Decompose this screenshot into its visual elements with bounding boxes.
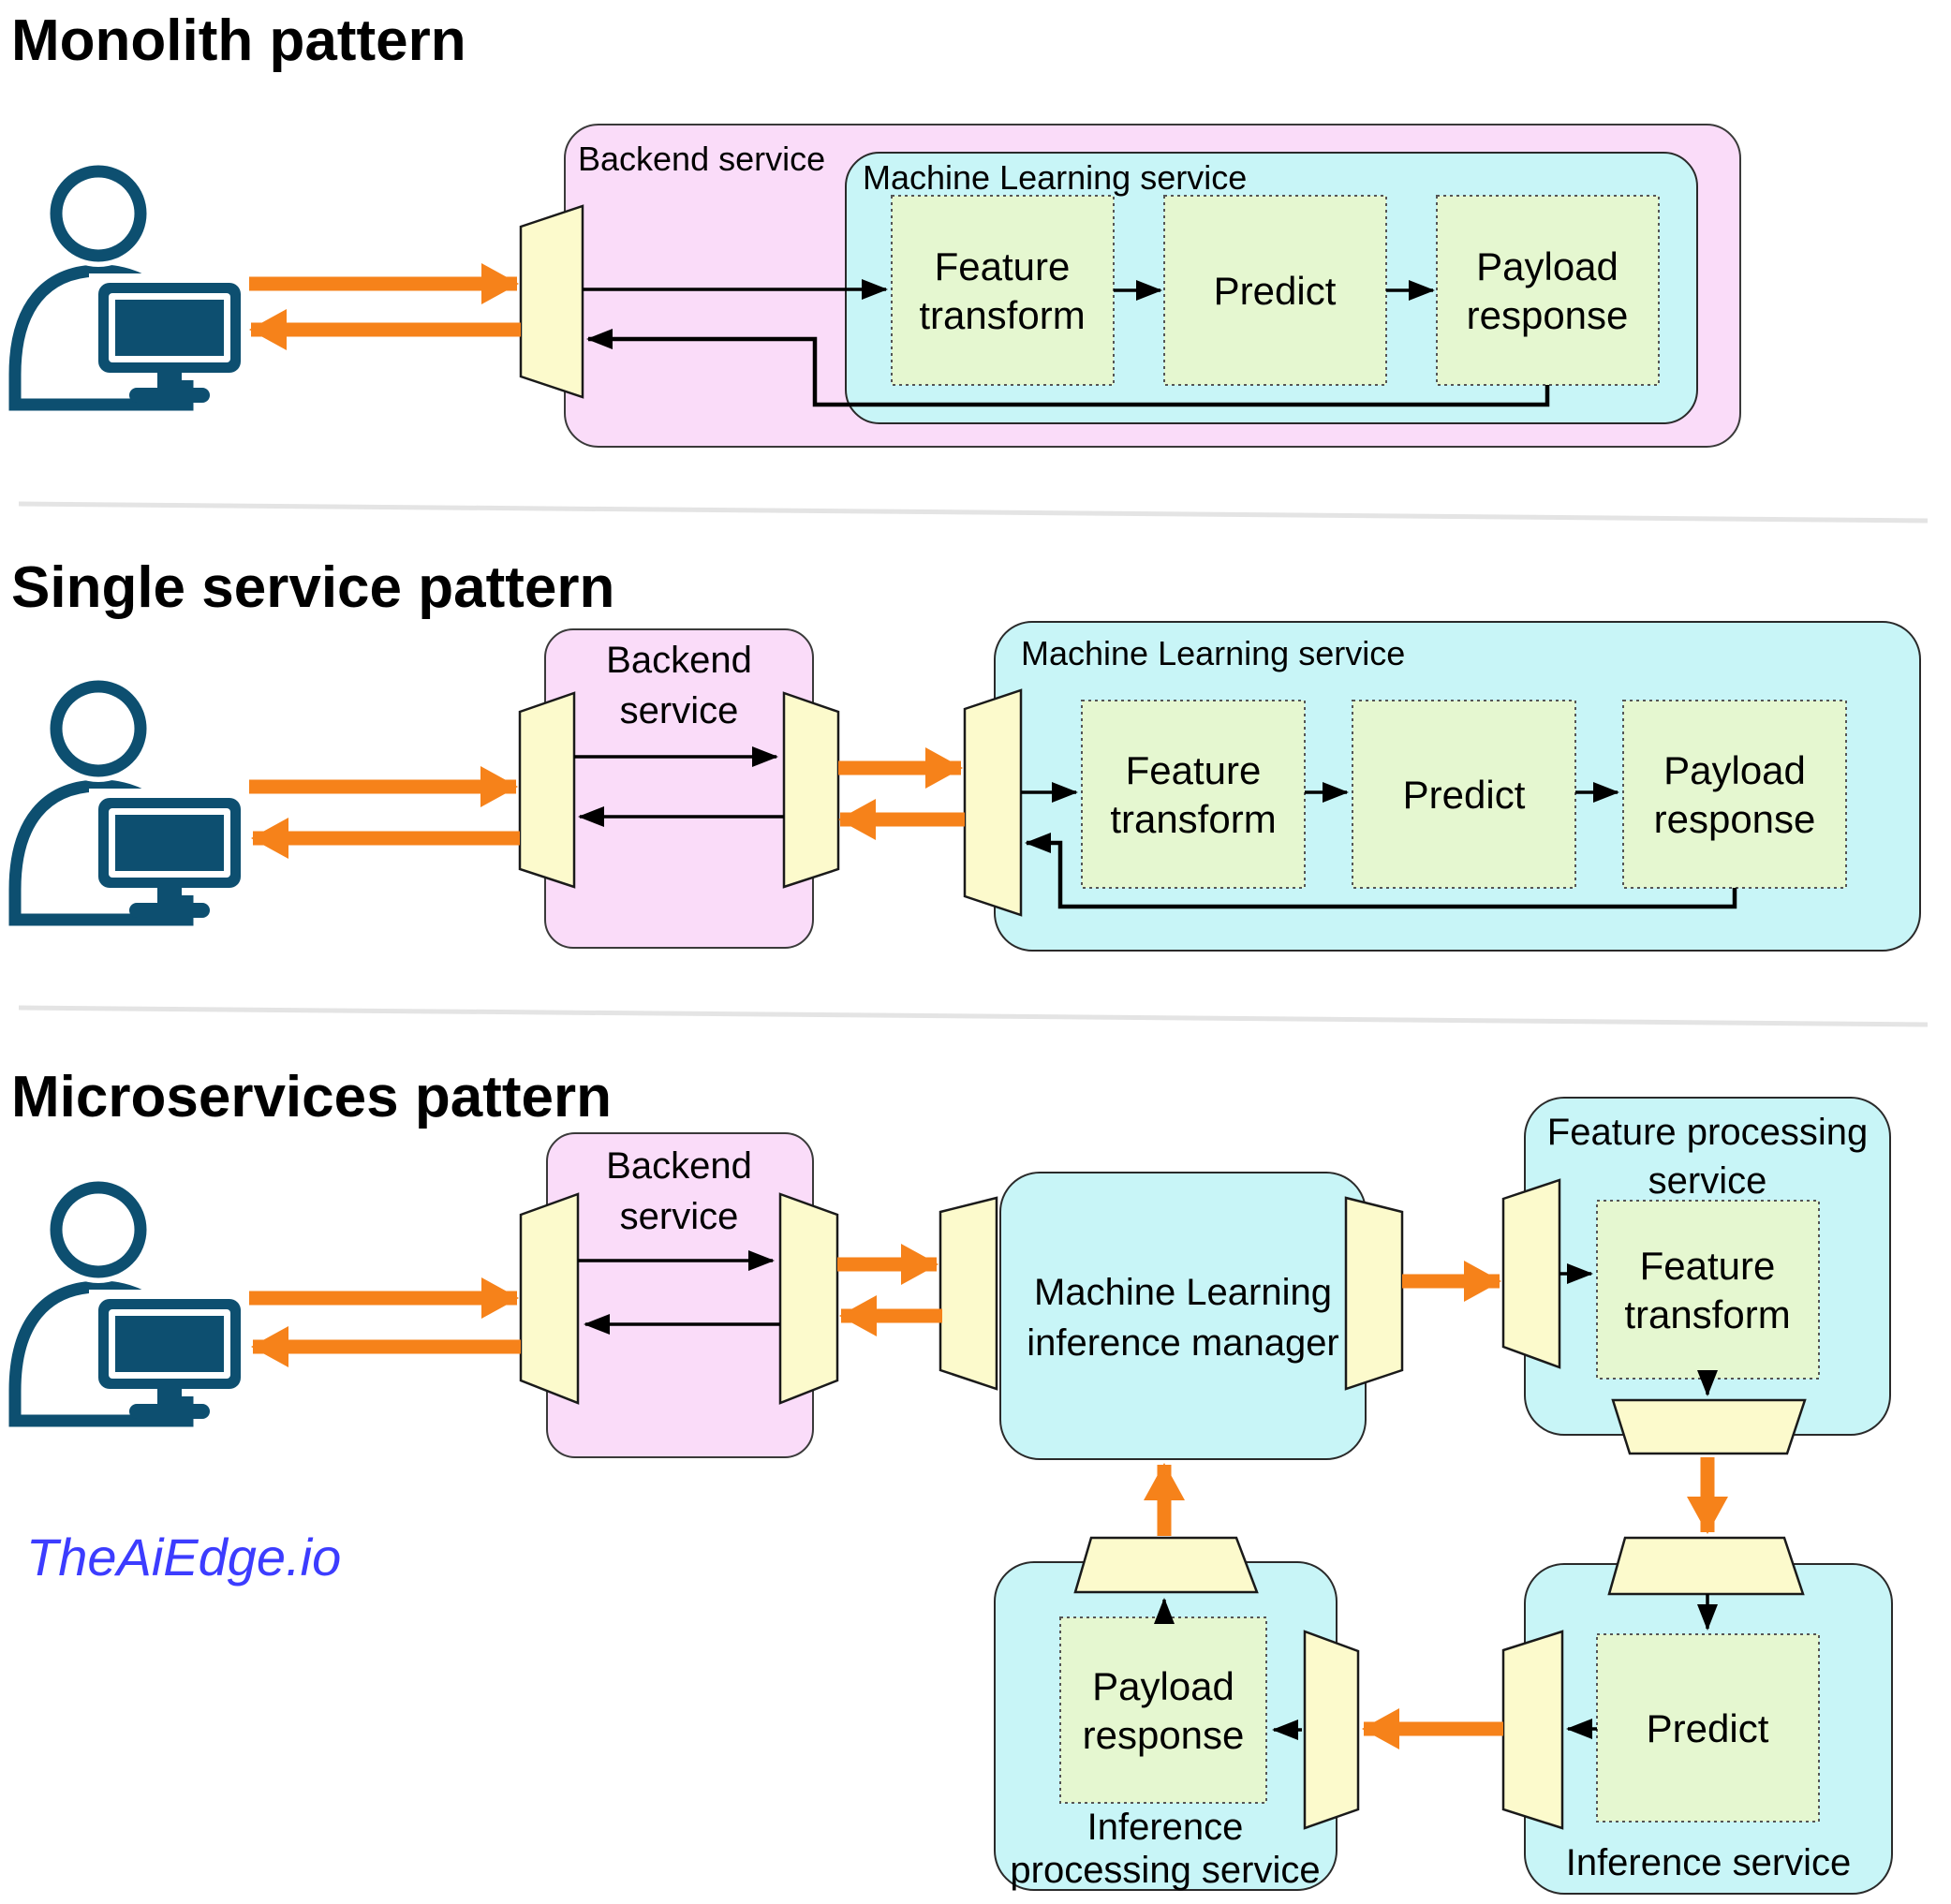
backend-service-label: Backend	[606, 1145, 752, 1187]
api-gateway	[519, 204, 584, 399]
ml-inference-manager-label: inference manager	[1027, 1322, 1339, 1364]
feature-transform-label: transform	[919, 293, 1085, 337]
payload-response-label: response	[1467, 293, 1629, 337]
predict-label: Predict	[1403, 773, 1526, 817]
microservices-section-title: Microservices pattern	[11, 1065, 612, 1129]
payload-response-step	[1059, 1616, 1267, 1804]
backend-service-label: Backend	[606, 640, 752, 681]
backend-service-label: Backend service	[578, 140, 825, 178]
payload-response-step	[1622, 700, 1847, 889]
inference-processing-service-label: Inference	[1087, 1807, 1244, 1848]
ml-service-label: Machine Learning service	[863, 158, 1247, 197]
single-service-section-title: Single service pattern	[11, 555, 614, 620]
section-divider	[18, 1005, 1929, 1027]
api-gateway	[782, 691, 840, 889]
feature-transform-step	[891, 195, 1115, 386]
api-gateway	[519, 1192, 580, 1405]
feature-transform-label: transform	[1624, 1292, 1790, 1336]
ml-inference-manager-label: Machine Learning	[1034, 1272, 1332, 1313]
api-gateway	[1501, 1630, 1564, 1830]
feature-transform-label: transform	[1110, 797, 1276, 841]
payload-response-step	[1436, 195, 1660, 386]
funnel-gateway	[1607, 1536, 1805, 1596]
predict-label: Predict	[1647, 1706, 1769, 1750]
user-icon	[15, 160, 250, 405]
api-gateway	[778, 1192, 839, 1405]
backend-service-label: service	[620, 1196, 739, 1237]
section-divider	[18, 501, 1929, 524]
monolith-section-title: Monolith pattern	[11, 8, 466, 73]
user-icon	[15, 1176, 250, 1421]
response-return-path	[586, 329, 1550, 407]
api-gateway	[1501, 1178, 1561, 1369]
feature-transform-step	[1596, 1200, 1820, 1380]
user-icon	[15, 675, 250, 920]
feature-transform-step	[1081, 700, 1306, 889]
predict-step	[1352, 700, 1576, 889]
funnel-gateway	[1073, 1536, 1259, 1594]
payload-response-label: response	[1083, 1713, 1245, 1757]
api-gateway	[1344, 1196, 1404, 1391]
backend-service-label: service	[620, 690, 739, 731]
feature-transform-label: Feature	[1126, 748, 1262, 792]
payload-response-label: response	[1654, 797, 1816, 841]
watermark: TheAiEdge.io	[26, 1528, 341, 1587]
predict-step	[1596, 1633, 1820, 1823]
feature-transform-label: Feature	[1640, 1244, 1776, 1288]
feature-transform-label: Feature	[935, 244, 1071, 288]
feature-processing-service-label: Feature processing	[1547, 1112, 1868, 1153]
inference-service-label: Inference service	[1566, 1842, 1852, 1883]
payload-response-label: Payload	[1663, 748, 1806, 792]
funnel-gateway	[1611, 1398, 1807, 1455]
payload-response-label: Payload	[1476, 244, 1618, 288]
response-return-path	[1025, 833, 1737, 909]
api-gateway	[1303, 1630, 1360, 1830]
api-gateway	[518, 691, 576, 889]
predict-label: Predict	[1214, 269, 1337, 313]
api-gateway	[939, 1196, 998, 1391]
ml-service-label: Machine Learning service	[1021, 634, 1405, 672]
feature-processing-service-label: service	[1648, 1160, 1767, 1202]
predict-step	[1163, 195, 1387, 386]
inference-processing-service-label: processing service	[1010, 1850, 1320, 1891]
api-gateway	[963, 688, 1023, 917]
payload-response-label: Payload	[1092, 1664, 1234, 1708]
ml-inference-manager-box	[999, 1172, 1367, 1460]
